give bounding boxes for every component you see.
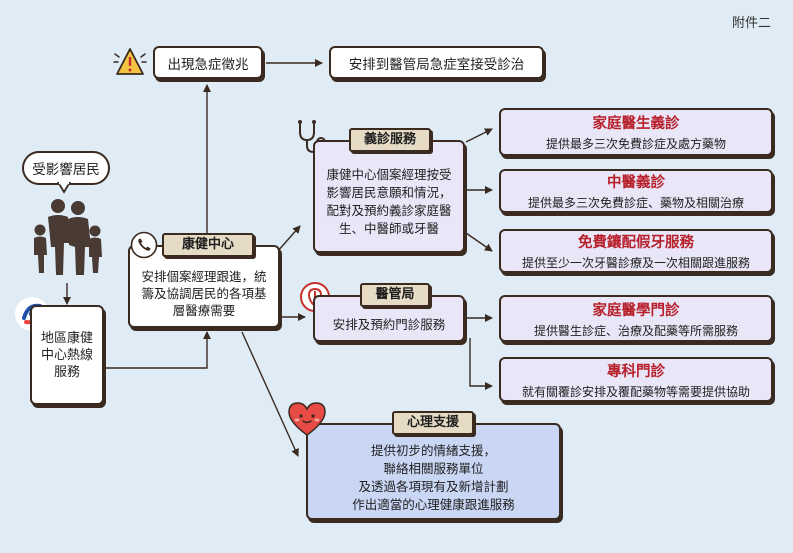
ha-desc: 安排及預約門診服務 (332, 317, 446, 332)
psych-line-1: 提供初步的情緒支援， (370, 442, 496, 458)
psych-tag: 心理支援 (392, 411, 474, 435)
fm-clinic-title: 家庭醫學門診 (592, 302, 680, 319)
fm-clinic-box: 家庭醫學門診 提供醫生診症、治療及配藥等所需服務 (499, 295, 773, 342)
dhc-box: 安排個案經理跟進，統籌及協調居民的各項基層醫療需要 (128, 245, 280, 328)
dhc-tag: 康健中心 (162, 233, 254, 257)
cm-title: 中醫義診 (607, 175, 665, 191)
volunteer-box: 康健中心個案經理按受影響居民意願和情況，配對及預約義診家庭醫生、中醫師或牙醫 (313, 140, 465, 253)
residents-bubble: 受影響居民 (22, 151, 110, 185)
volunteer-tag: 義診服務 (349, 128, 431, 152)
family-doctor-desc: 提供最多三次免費診症及處方藥物 (545, 137, 726, 151)
volunteer-desc: 康健中心個案經理按受影響居民意願和情況，配對及預約義診家庭醫生、中醫師或牙醫 (326, 166, 452, 236)
soc-box: 專科門診 就有關覆診安排及覆配藥物等需要提供協助 (499, 357, 773, 402)
fm-clinic-desc: 提供醫生診症、治療及配藥等所需服務 (533, 323, 738, 338)
dhc-desc: 安排個案經理跟進，統籌及協調居民的各項基層醫療需要 (141, 269, 267, 318)
ha-box: 安排及預約門診服務 (313, 295, 465, 342)
denture-box: 免費鑲配假牙服務 提供至少一次牙醫診療及一次相關跟進服務 (499, 229, 773, 273)
cm-box: 中醫義診 提供最多三次免費診症、藥物及相關治療 (499, 169, 773, 213)
soc-desc: 就有關覆診安排及覆配藥物等需要提供協助 (521, 384, 750, 399)
psych-line-2: 聯絡相關服務單位 (383, 460, 484, 476)
emergency-action-text: 安排到醫管局急症室接受診治 (348, 56, 525, 73)
bubble-tail (56, 182, 72, 194)
emergency-sign-text: 出現急症徵兆 (167, 56, 249, 73)
hotline-text: 地區康健中心熱線服務 (40, 330, 93, 380)
soc-title: 專科門診 (607, 363, 665, 380)
ha-tag: 醫管局 (360, 283, 430, 307)
hotline-box: 地區康健中心熱線服務 (30, 305, 104, 405)
denture-title: 免費鑲配假牙服務 (578, 235, 694, 251)
emergency-action-box: 安排到醫管局急症室接受診治 (329, 46, 544, 79)
psych-line-3: 及透過各項現有及新增計劃 (358, 478, 509, 494)
psych-line-4: 作出適當的心理健康跟進服務 (352, 496, 515, 512)
denture-desc: 提供至少一次牙醫診療及一次相關跟進服務 (521, 256, 750, 270)
warning-icon (112, 44, 148, 80)
annex-label: 附件二 (732, 16, 772, 31)
family-icon (26, 195, 110, 279)
family-doctor-title: 家庭醫生義診 (592, 116, 680, 132)
residents-text: 受影響居民 (32, 162, 100, 178)
heart-icon (286, 400, 328, 438)
psych-box: 提供初步的情緒支援， 聯絡相關服務單位 及透過各項現有及新增計劃 作出適當的心理… (306, 423, 561, 520)
phone-icon (130, 231, 158, 259)
emergency-sign-box: 出現急症徵兆 (153, 46, 263, 79)
cm-desc: 提供最多三次免費診症、藥物及相關治療 (527, 196, 744, 210)
family-doctor-box: 家庭醫生義診 提供最多三次免費診症及處方藥物 (499, 108, 773, 156)
